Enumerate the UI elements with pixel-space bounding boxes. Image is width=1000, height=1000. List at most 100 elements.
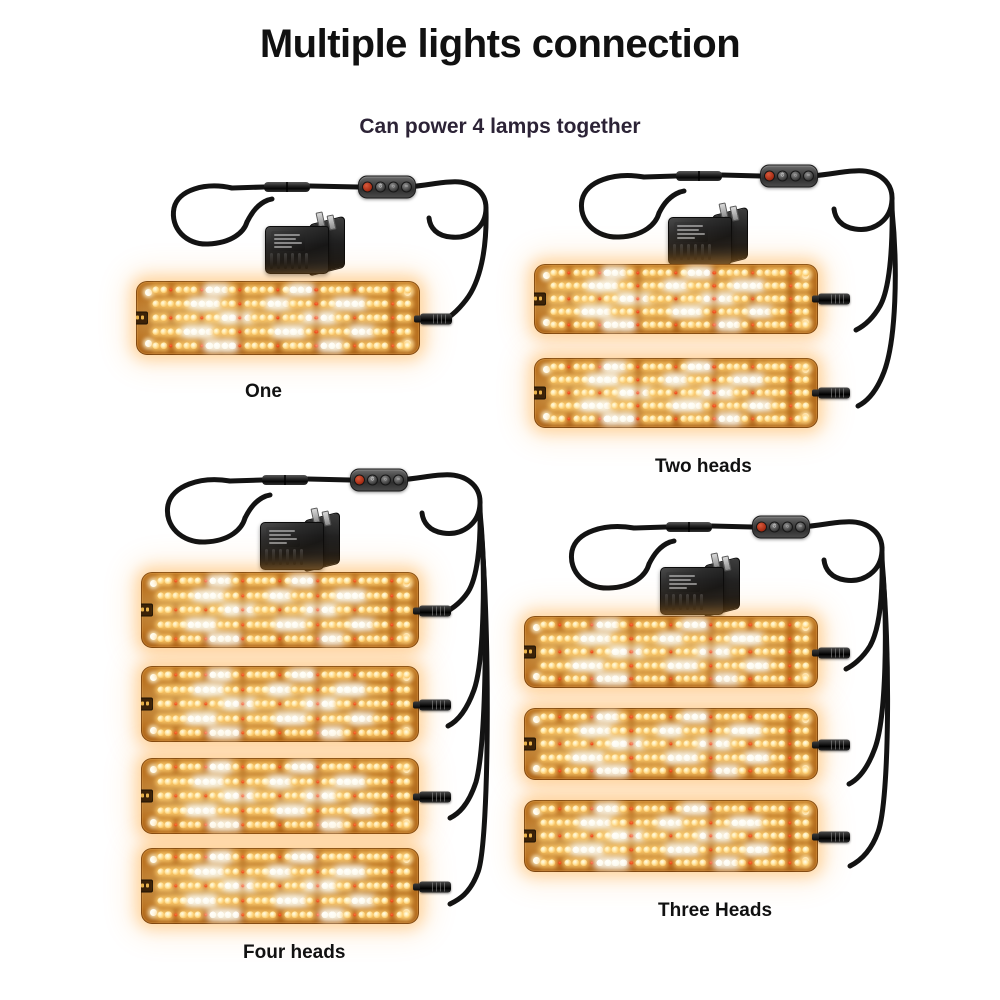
mode-button[interactable]: ○: [393, 474, 404, 486]
led-amber: [649, 376, 657, 384]
power-button[interactable]: [354, 474, 365, 486]
inline-dimmer-controller[interactable]: ⏱ ☼ ○: [760, 164, 818, 188]
led-white: [231, 882, 240, 890]
led-white: [715, 740, 723, 748]
led-amber: [540, 753, 548, 762]
led-white: [746, 818, 755, 827]
led-red: [558, 861, 562, 865]
brightness-button[interactable]: ☼: [388, 181, 399, 193]
led-amber: [723, 805, 731, 813]
led-red: [629, 807, 633, 811]
led-amber: [179, 606, 187, 614]
power-button[interactable]: [362, 181, 373, 193]
led-white: [336, 777, 344, 786]
led-amber: [194, 792, 202, 800]
led-amber: [157, 867, 165, 876]
led-white: [754, 818, 762, 827]
led-amber: [558, 282, 566, 290]
mounting-hole: [543, 272, 550, 279]
led-white: [299, 806, 307, 815]
brightness-button[interactable]: ☼: [782, 521, 793, 533]
led-amber: [558, 295, 566, 303]
mounting-hole: [533, 624, 540, 631]
mode-button[interactable]: ○: [795, 521, 806, 533]
led-amber: [564, 621, 572, 629]
led-white: [320, 314, 328, 322]
led-red: [390, 869, 394, 874]
led-amber: [266, 314, 275, 322]
led-amber: [321, 685, 329, 694]
timer-button[interactable]: ⏱: [769, 521, 780, 533]
mode-button[interactable]: ○: [401, 181, 412, 193]
led-white: [723, 740, 731, 748]
led-white: [202, 685, 210, 694]
timer-button[interactable]: ⏱: [777, 170, 788, 182]
led-red: [636, 391, 640, 395]
led-red: [636, 323, 640, 327]
power-button[interactable]: [764, 170, 775, 182]
led-white: [224, 882, 232, 890]
inline-dimmer-controller[interactable]: ⏱ ☼ ○: [752, 515, 810, 539]
led-red: [712, 310, 716, 314]
led-amber: [675, 832, 683, 840]
inline-dimmer-controller[interactable]: ⏱ ☼ ○: [350, 468, 408, 492]
led-red: [200, 316, 204, 320]
led-red: [558, 677, 562, 681]
led-amber: [284, 700, 292, 708]
led-white: [306, 671, 314, 679]
led-white: [328, 911, 337, 919]
led-red: [629, 715, 633, 719]
led-amber: [343, 806, 351, 815]
led-amber: [699, 726, 707, 735]
led-white: [351, 591, 359, 600]
timer-button[interactable]: ⏱: [375, 181, 386, 193]
led-white: [194, 714, 202, 723]
led-white: [754, 726, 762, 735]
led-red: [391, 344, 395, 348]
led-amber: [651, 726, 659, 735]
panel-input-connector: [534, 386, 546, 400]
led-white: [691, 753, 699, 762]
brightness-button[interactable]: ☼: [380, 474, 391, 486]
led-amber: [643, 740, 651, 748]
led-amber: [730, 845, 739, 854]
led-white: [687, 363, 696, 371]
led-white: [291, 620, 299, 629]
led-amber: [343, 635, 351, 643]
inline-dimmer-controller[interactable]: ⏱ ☼ ○: [358, 175, 416, 199]
led-amber: [366, 635, 374, 643]
led-white: [754, 753, 762, 762]
adapter-body: [660, 567, 724, 615]
led-red: [558, 623, 562, 627]
led-amber: [626, 402, 634, 410]
led-amber: [548, 832, 556, 840]
led-white: [351, 620, 359, 629]
led-amber: [251, 300, 259, 308]
led-amber: [299, 911, 307, 919]
led-white: [194, 591, 202, 600]
led-amber: [343, 620, 351, 629]
timer-button[interactable]: ⏱: [367, 474, 378, 486]
panel-barrel-connector: [812, 831, 850, 843]
led-red: [391, 302, 395, 306]
led-amber: [152, 342, 160, 350]
power-button[interactable]: [756, 521, 767, 533]
led-red: [315, 687, 320, 692]
led-red: [353, 731, 357, 735]
led-amber: [246, 620, 255, 629]
mode-button[interactable]: ○: [803, 170, 814, 182]
led-amber: [336, 671, 344, 679]
led-white: [723, 859, 731, 867]
led-amber: [794, 726, 802, 735]
led-red: [709, 728, 713, 733]
led-amber: [643, 726, 651, 735]
panel-barrel-connector: [812, 387, 850, 399]
led-red: [314, 302, 318, 306]
led-amber: [762, 634, 770, 643]
led-amber: [695, 321, 703, 329]
led-white: [756, 376, 764, 384]
led-red: [174, 702, 178, 706]
led-white: [351, 867, 359, 876]
led-amber: [396, 300, 404, 308]
brightness-button[interactable]: ☼: [790, 170, 801, 182]
